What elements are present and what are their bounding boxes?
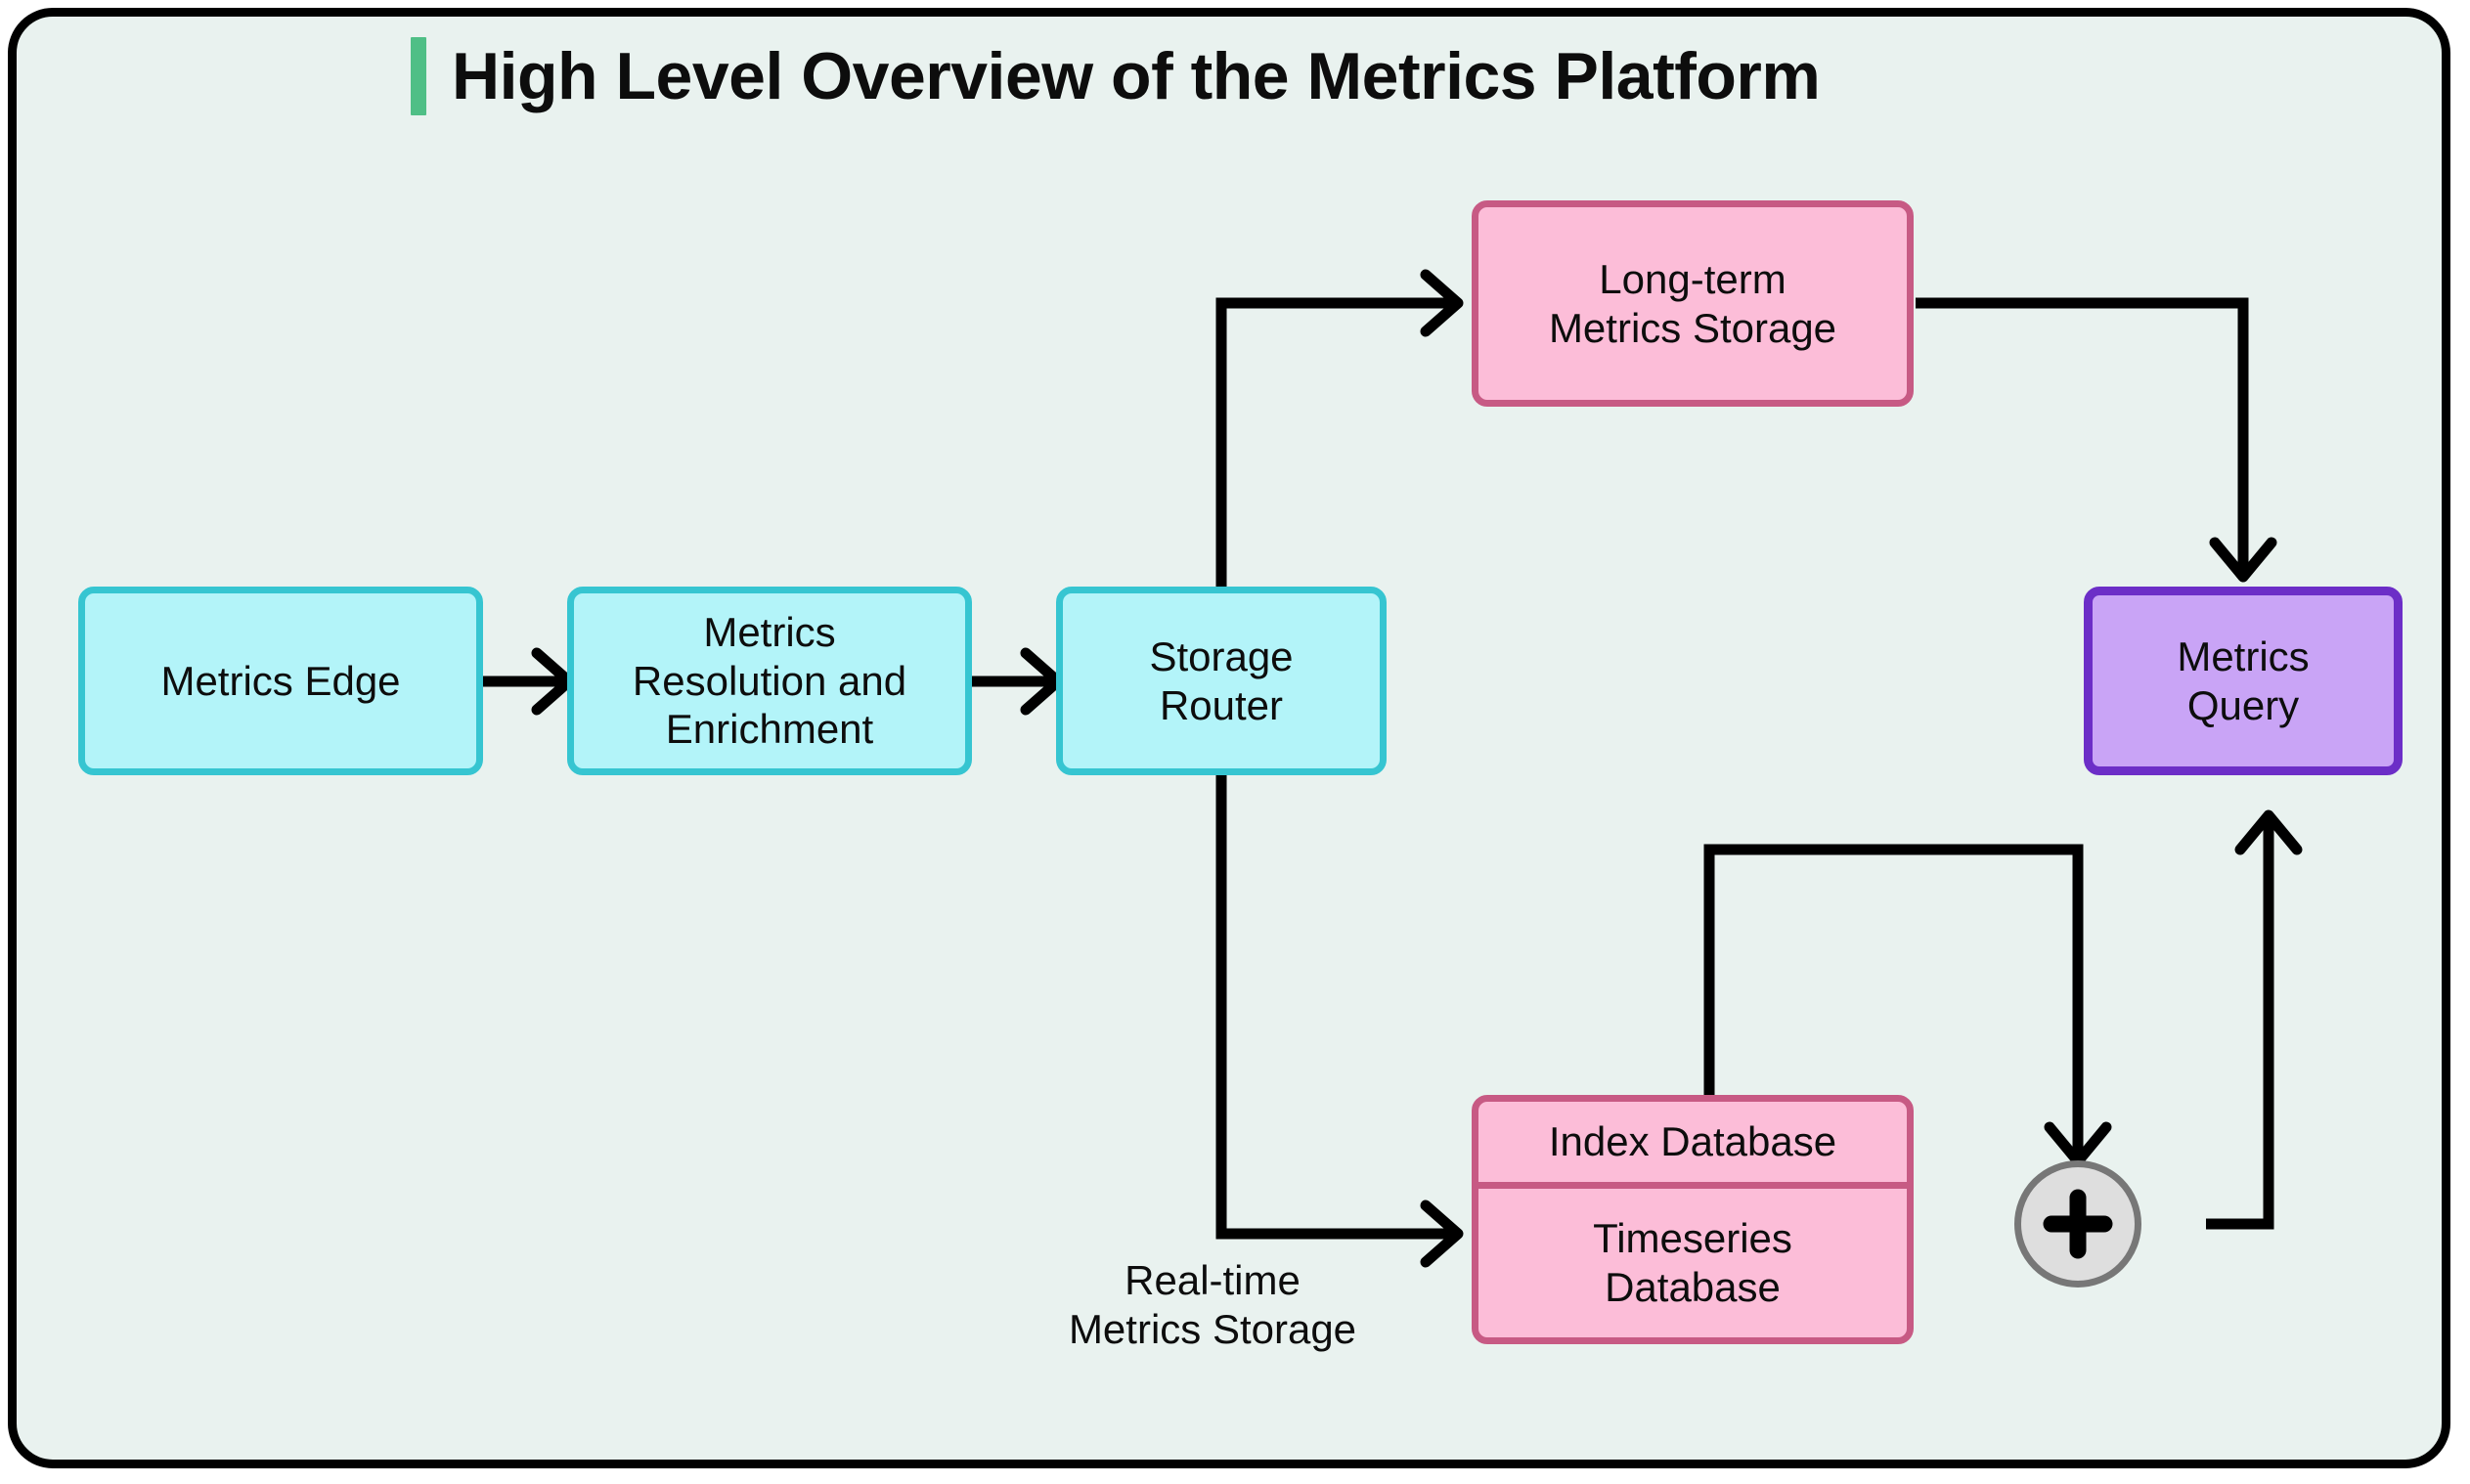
node-metrics-query[interactable]: Metrics Query xyxy=(2084,587,2403,775)
label-realtime-metrics-storage: Real-time Metrics Storage xyxy=(997,1256,1428,1353)
node-metrics-resolution[interactable]: Metrics Resolution and Enrichment xyxy=(567,587,972,775)
node-long-term-metrics-storage[interactable]: Long-term Metrics Storage xyxy=(1472,200,1914,407)
node-timeseries-database-line2: Database xyxy=(1605,1264,1781,1310)
node-storage-router[interactable]: Storage Router xyxy=(1056,587,1387,775)
node-timeseries-database[interactable]: Timeseries Database xyxy=(1478,1189,1907,1337)
node-merge-combiner[interactable] xyxy=(2014,1160,2141,1288)
label-realtime-line1: Real-time xyxy=(1125,1257,1301,1303)
node-metrics-resolution-line3: Enrichment xyxy=(665,706,874,753)
node-storage-router-line2: Router xyxy=(1159,681,1284,728)
plus-icon xyxy=(2043,1189,2113,1259)
node-timeseries-database-line1: Timeseries xyxy=(1593,1215,1792,1262)
node-index-database[interactable]: Index Database xyxy=(1478,1102,1907,1189)
node-metrics-query-line1: Metrics xyxy=(2177,633,2310,679)
node-long-term-line1: Long-term xyxy=(1599,255,1786,302)
node-long-term-line2: Metrics Storage xyxy=(1548,304,1837,351)
node-metrics-edge-label: Metrics Edge xyxy=(160,657,401,704)
page-title: High Level Overview of the Metrics Platf… xyxy=(411,37,1821,115)
title-accent-bar xyxy=(411,37,426,115)
node-database-stack[interactable]: Index Database Timeseries Database xyxy=(1472,1095,1914,1344)
node-metrics-edge[interactable]: Metrics Edge xyxy=(78,587,483,775)
node-metrics-resolution-line1: Metrics xyxy=(703,609,836,656)
title-text: High Level Overview of the Metrics Platf… xyxy=(452,39,1821,113)
node-storage-router-line1: Storage xyxy=(1149,633,1294,679)
node-metrics-resolution-line2: Resolution and xyxy=(632,657,907,704)
node-index-database-label: Index Database xyxy=(1548,1118,1837,1164)
label-realtime-line2: Metrics Storage xyxy=(1068,1305,1357,1352)
node-metrics-query-line2: Query xyxy=(2186,681,2300,728)
